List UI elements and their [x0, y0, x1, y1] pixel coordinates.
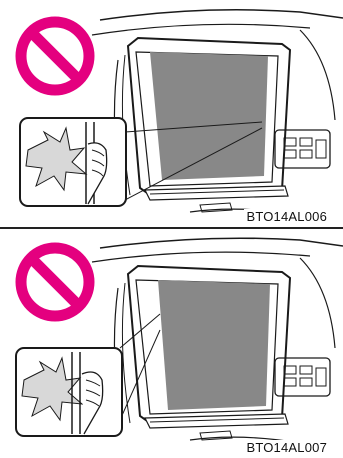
sunroof-glass [158, 280, 270, 410]
no-entry-icon [21, 22, 89, 90]
sunroof-illustration [0, 0, 343, 229]
sunroof-glass [150, 52, 268, 180]
sunroof-illustration [0, 230, 343, 458]
hand-jammed-icon [16, 348, 122, 436]
hand-jammed-icon [20, 118, 126, 206]
figure-panel-bottom: BTO14AL007 [0, 230, 343, 458]
figure-panel-top: BTO14AL006 [0, 0, 343, 229]
no-entry-icon [21, 248, 89, 316]
figure-code: BTO14AL006 [244, 209, 329, 224]
figure-code: BTO14AL007 [244, 440, 329, 455]
